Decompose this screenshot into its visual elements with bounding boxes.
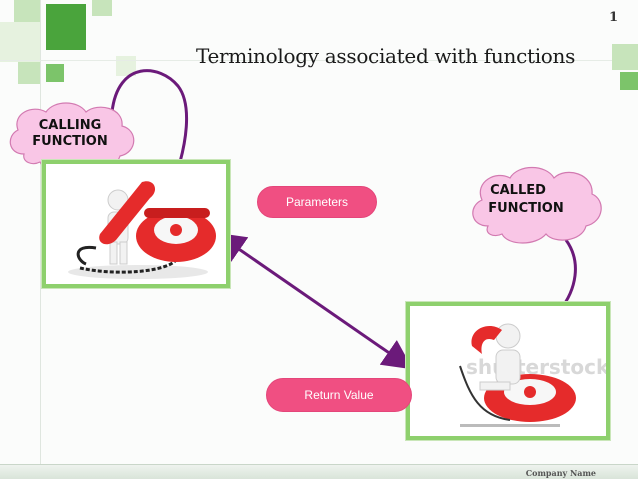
return-value-pill: Return Value [266,378,412,412]
calling-label-line2: FUNCTION [32,134,108,149]
called-label-line2: FUNCTION [488,201,564,216]
deco-square [116,56,136,76]
page-number: 1 [608,10,618,25]
deco-square [18,62,40,84]
deco-square [620,72,638,90]
called-phone-frame: shutterstock [406,302,610,440]
called-label-line1: CALLED [490,183,546,198]
footer-label: Company Name [525,468,596,478]
phone-person-image [68,181,216,279]
parameters-pill: Parameters [257,186,377,218]
deco-square [14,0,40,22]
calling-label-line1: CALLING [39,118,102,133]
deco-square [46,64,64,82]
deco-square [46,4,86,50]
called-function-cloud: CALLED FUNCTION [472,166,602,244]
slide-title: Terminology associated with functions [196,44,576,68]
calling-phone-frame [42,160,230,288]
deco-line [0,60,638,61]
deco-square [14,30,32,48]
calling-connector [110,69,188,163]
deco-square [92,0,112,16]
double-arrow [215,232,413,370]
called-connector [558,239,577,311]
deco-line [40,0,41,479]
deco-square [612,44,638,70]
footer-bar [0,464,638,479]
phone-person-image: shutterstock [459,323,610,427]
